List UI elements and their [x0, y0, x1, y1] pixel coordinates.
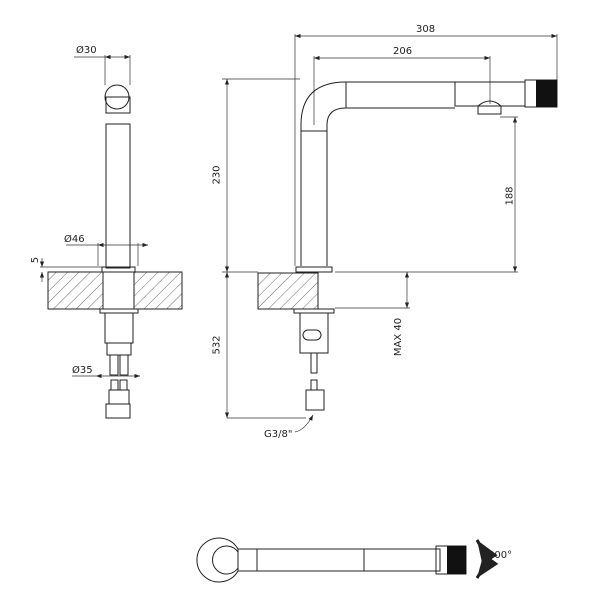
dim-max-40: MAX 40 [393, 317, 405, 357]
top-view [196, 537, 499, 583]
dim-dia-46: Ø46 [64, 234, 85, 245]
dim-dia-30: Ø30 [76, 45, 97, 56]
side-view [39, 54, 183, 419]
dim-188: 188 [504, 186, 516, 206]
rotation-label: 200° [488, 550, 513, 561]
dim-308: 308 [416, 24, 436, 35]
dim-dia-35: Ø35 [72, 365, 93, 376]
connection-label: G3/8" [264, 429, 293, 440]
dim-206: 206 [393, 46, 413, 57]
dim-230: 230 [211, 165, 223, 185]
front-view [222, 33, 558, 433]
dim-flange-5: 5 [30, 256, 42, 264]
dim-532: 532 [211, 335, 223, 355]
